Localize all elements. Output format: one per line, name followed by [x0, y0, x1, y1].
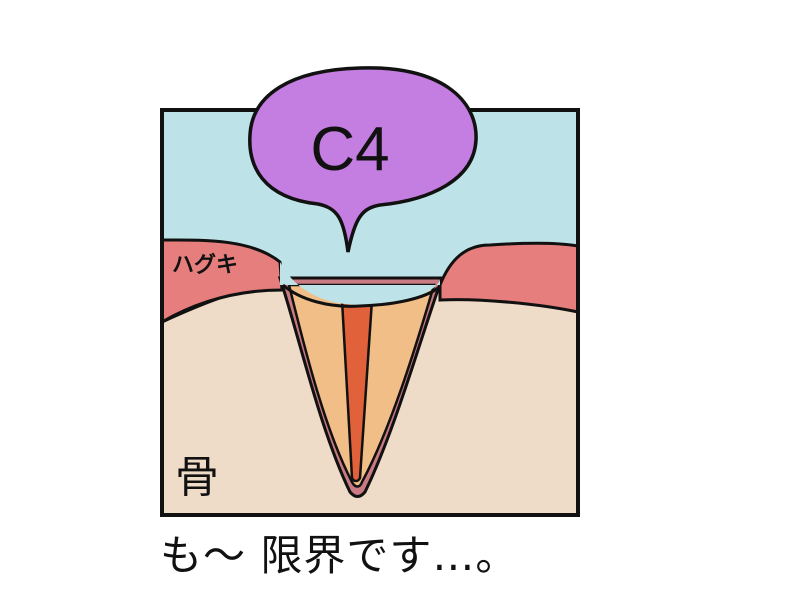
bone-label: 骨 — [175, 452, 219, 503]
caption-text: も〜 限界です…。 — [160, 531, 519, 580]
root-pulp — [340, 298, 374, 483]
gum-left — [160, 238, 284, 325]
crown-cavity-edge — [282, 283, 439, 308]
crown-cavity — [280, 262, 440, 305]
bubble-label: C4 — [310, 115, 389, 184]
gum-right — [438, 241, 580, 314]
gum-label: ハグキ — [172, 252, 238, 278]
speech-bubble — [248, 66, 478, 253]
